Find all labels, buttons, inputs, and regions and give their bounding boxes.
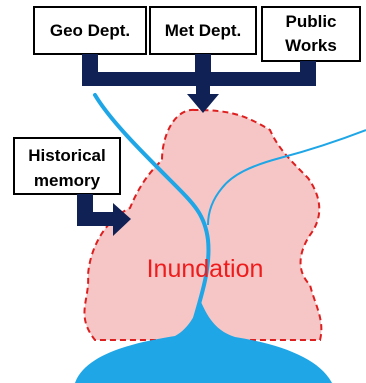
public-works-box: Public Works	[261, 6, 361, 62]
met-dept-label: Met Dept.	[165, 21, 242, 40]
geo-dept-frame	[33, 6, 147, 55]
historical-memory-label-line1: Historical	[28, 146, 105, 165]
source-connector-arrow	[82, 54, 316, 113]
historical-memory-arrow	[77, 194, 131, 236]
historical-memory-frame	[13, 137, 121, 195]
tributary-river	[207, 129, 366, 226]
public-works-frame	[261, 6, 361, 62]
met-dept-box: Met Dept.	[149, 6, 257, 55]
geo-dept-label: Geo Dept.	[50, 21, 130, 40]
inundation-label: Inundation	[147, 255, 264, 283]
public-works-label-line1: Public	[285, 12, 336, 31]
water-body	[75, 300, 332, 383]
historical-memory-label-line2: memory	[34, 171, 101, 190]
geo-dept-box: Geo Dept.	[33, 6, 147, 55]
main-river	[93, 93, 211, 337]
public-works-label-line2: Works	[285, 36, 337, 55]
historical-memory-box: Historical memory	[13, 137, 121, 195]
